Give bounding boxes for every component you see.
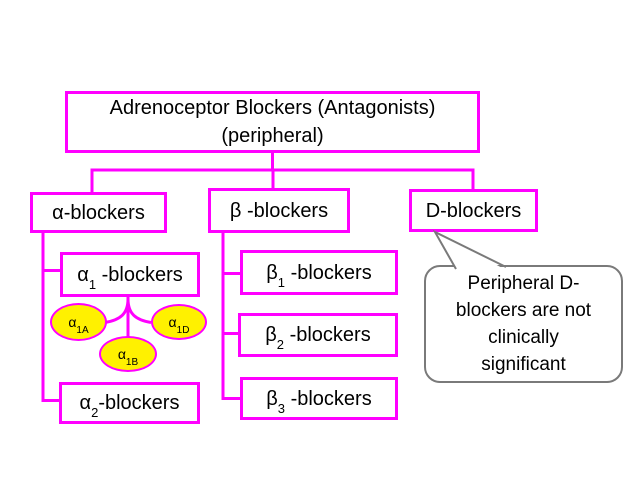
node-label: β1 -blockers: [266, 261, 372, 290]
alpha1a-subtype-oval: α1A: [50, 303, 107, 341]
beta3-blockers-node: β3 -blockers: [240, 377, 398, 420]
root-label: Adrenoceptor Blockers (Antagonists) (per…: [109, 97, 436, 147]
callout-text-line: significant: [481, 354, 566, 375]
callout-bubble: Peripheral D- blockers are not clinicall…: [424, 265, 623, 383]
alpha1-blockers-node: α1 -blockers: [60, 252, 200, 297]
node-label: β -blockers: [229, 199, 329, 222]
oval-label: α1A: [68, 314, 89, 336]
node-label: β2 -blockers: [265, 324, 371, 352]
beta2-blockers-node: β2 -blockers: [238, 313, 398, 357]
d-blockers-node: D-blockers: [409, 189, 538, 232]
alpha-blockers-node: α-blockers: [30, 192, 167, 233]
callout-text-line: blockers are not: [455, 300, 592, 321]
callout-text-line: clinically: [488, 327, 559, 348]
callout-text-line: Peripheral D-: [467, 273, 580, 294]
alpha1b-subtype-oval: α1B: [99, 336, 157, 372]
root-node: Adrenoceptor Blockers (Antagonists) (per…: [65, 91, 480, 153]
node-label: α1 -blockers: [77, 263, 183, 292]
oval-label: α1B: [117, 346, 139, 368]
beta1-blockers-node: β1 -blockers: [240, 250, 398, 295]
beta-blockers-node: β -blockers: [208, 188, 350, 233]
alpha2-blockers-node: α2-blockers: [59, 382, 200, 424]
subtype-left-curve: [104, 298, 130, 324]
alpha1d-subtype-oval: α1D: [151, 304, 207, 340]
node-label: β3 -blockers: [266, 387, 372, 416]
subtype-right-curve: [126, 298, 152, 324]
node-label: α-blockers: [52, 201, 145, 224]
node-label: α2-blockers: [79, 392, 180, 420]
oval-label: α1D: [168, 314, 190, 336]
node-label: D-blockers: [425, 199, 522, 222]
